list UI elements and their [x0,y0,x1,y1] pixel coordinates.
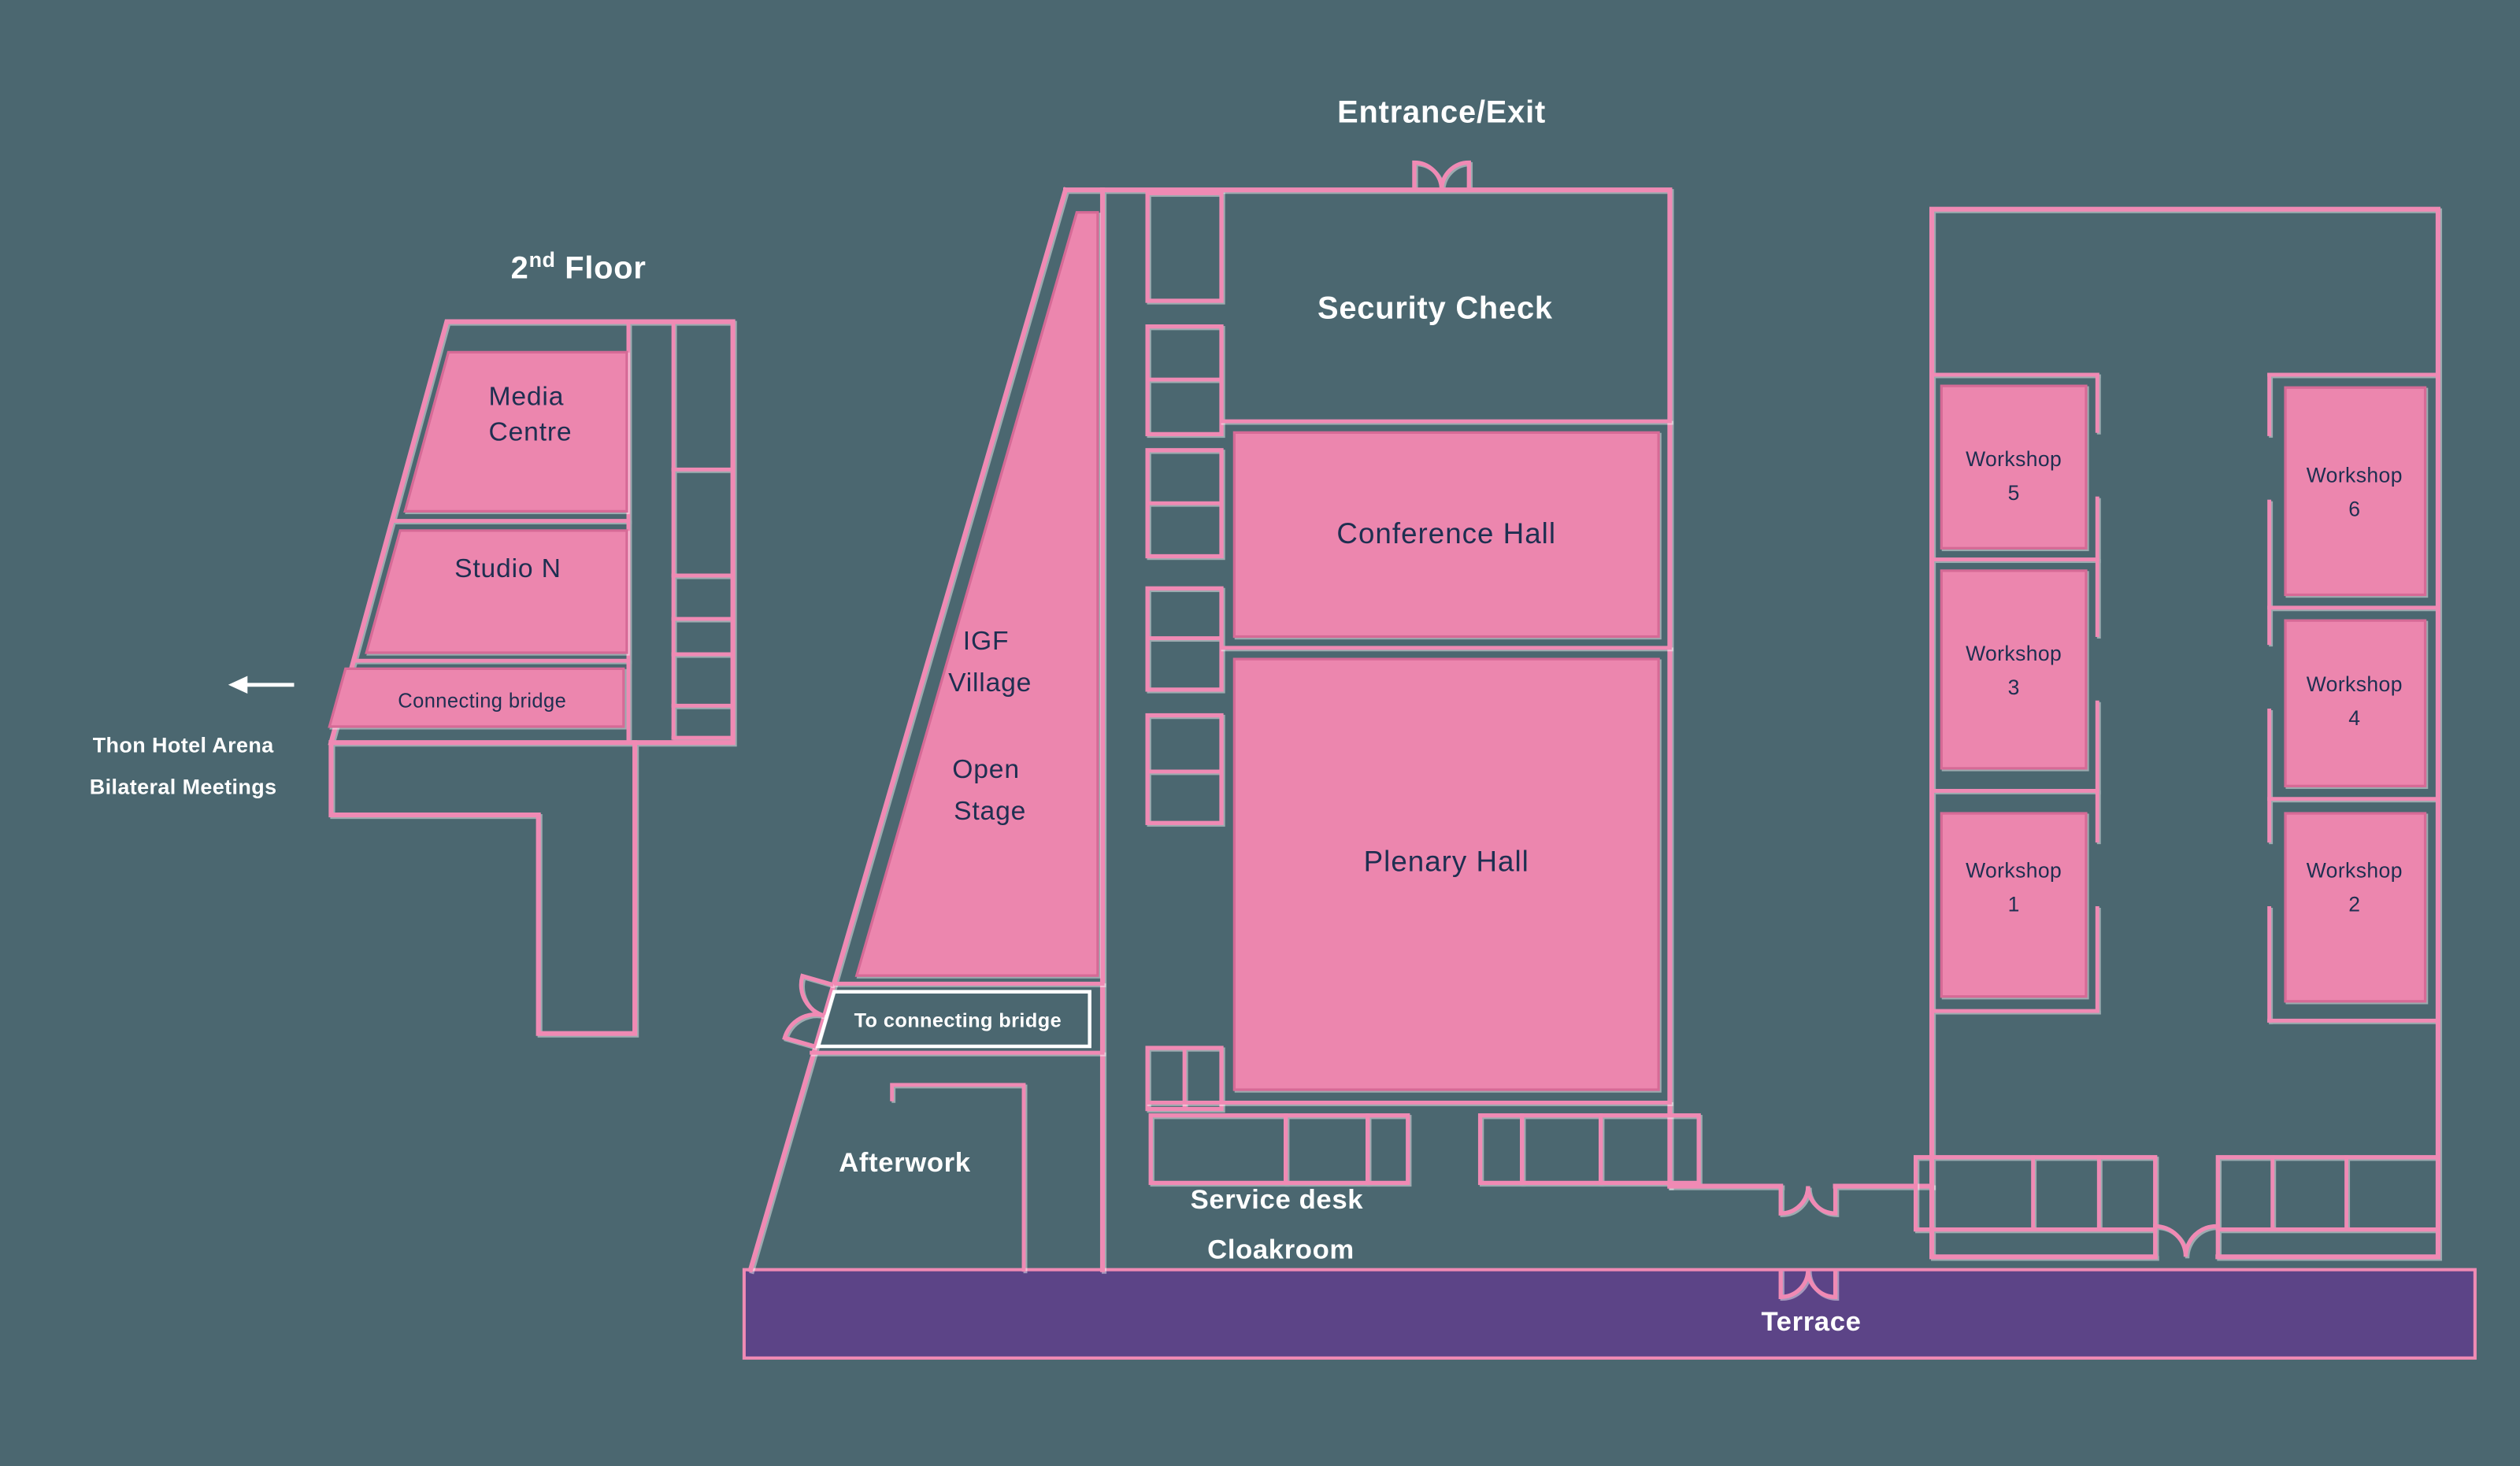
floor-word: Floor [555,250,646,285]
studio-n-label: Studio N [454,554,561,583]
room-connecting-bridge [328,667,625,728]
room-conference-hall [1232,431,1660,639]
afterwork-wall [890,1083,1026,1272]
room-workshop-1 [1940,812,2088,998]
room-workshop-6 [2284,386,2427,597]
conference-hall-label: Conference Hall [1336,517,1556,550]
service-desk-rooms [1148,1113,1701,1186]
terrace-shape [742,1268,2477,1360]
floor-ordinal-suffix: nd [529,248,556,272]
afterwork-label: Afterwork [839,1148,971,1178]
main-building: Entrance/Exit Security Check IGF Village… [747,94,1935,1299]
workshop-block-double-door-icon [2153,1224,2220,1257]
second-floor-title: 2nd Floor [511,248,647,285]
room-studio-n [365,529,628,654]
room-plenary-hall [1232,657,1660,1091]
hotel-annotation: Thon Hotel Arena Bilateral Meetings [90,676,295,799]
service-desk-label: Service desk Cloakroom [1191,1185,1372,1264]
to-connecting-bridge-label: To connecting bridge [854,1009,1062,1031]
entrance-double-door-icon [1412,160,1471,191]
plenary-hall-label: Plenary Hall [1364,846,1529,878]
terrace-label: Terrace [1761,1307,1861,1337]
left-arrow-head-icon [228,676,248,694]
small-rooms-column [1145,191,1224,1112]
igf-village-label: IGF Village [948,627,1032,698]
security-check-label: Security Check [1317,291,1553,325]
room-workshop-2 [2284,812,2427,1003]
connecting-bridge-label: Connecting bridge [398,690,566,712]
hotel-name-label: Thon Hotel Arena [93,733,275,757]
main-outline-top-east [1063,187,1673,1189]
second-floor-block: 2nd Floor Media Centre [328,248,736,1036]
terrace-double-door-icon [1778,1269,1838,1299]
media-centre-label: Media Centre [489,383,573,447]
room-igf-village-open-stage [854,211,1099,977]
side-rooms-column [671,467,736,740]
to-connecting-bridge-strip [815,990,1091,1049]
bilateral-meetings-label: Bilateral Meetings [90,776,277,799]
open-stage-label: Open Stage [952,755,1028,826]
room-workshop-4 [2284,619,2427,787]
corridor-double-door-icon [1778,1186,1838,1216]
room-workshop-5 [1940,384,2088,550]
bridge-double-door-icon [782,973,834,1049]
bridge-corridor-outline [328,740,638,1036]
terrace-area: Terrace [742,1268,2477,1360]
slanted-west-wall [747,187,1069,1273]
second-floor-outline [328,319,736,746]
room-workshop-3 [1940,569,2088,770]
entrance-exit-label: Entrance/Exit [1337,94,1546,129]
floor-number: 2 [511,250,529,285]
room-media-centre [403,350,628,513]
